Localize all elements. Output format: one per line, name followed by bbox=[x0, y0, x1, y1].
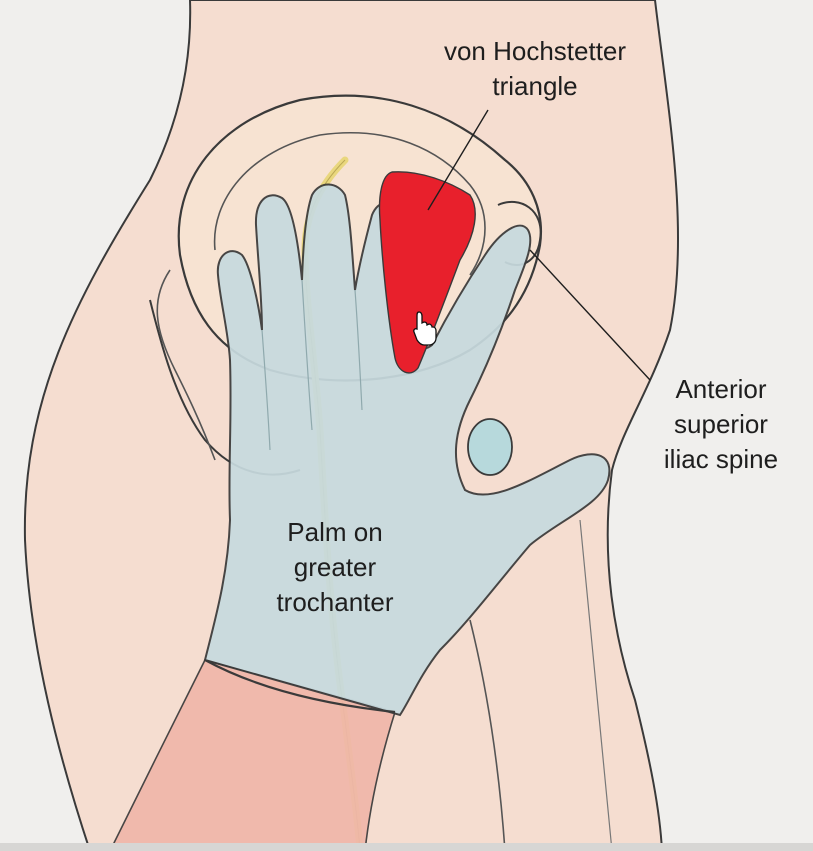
triangle-leader-line bbox=[427, 109, 489, 211]
finger-crease bbox=[261, 329, 271, 451]
thigh-line-2 bbox=[579, 519, 613, 851]
hand-pointer-cursor-icon bbox=[413, 311, 437, 346]
label-anterior-superior-iliac-spine: Anterior superior iliac spine bbox=[663, 374, 779, 474]
ischium-bone bbox=[156, 269, 216, 461]
bottom-border bbox=[0, 843, 813, 851]
femoral-head bbox=[467, 418, 513, 476]
label-palm-on-greater-trochanter: Palm on greater trochanter bbox=[276, 517, 394, 617]
finger-crease-3 bbox=[354, 289, 363, 411]
glove-cuff bbox=[204, 659, 396, 714]
finger-crease-2 bbox=[301, 279, 313, 431]
hochstetter-triangle bbox=[378, 171, 476, 374]
label-von-hochstetter-triangle: von Hochstetter triangle bbox=[443, 36, 627, 101]
thigh-line bbox=[469, 619, 506, 851]
asis-leader-line bbox=[529, 249, 651, 381]
iliac-inner bbox=[213, 131, 486, 276]
